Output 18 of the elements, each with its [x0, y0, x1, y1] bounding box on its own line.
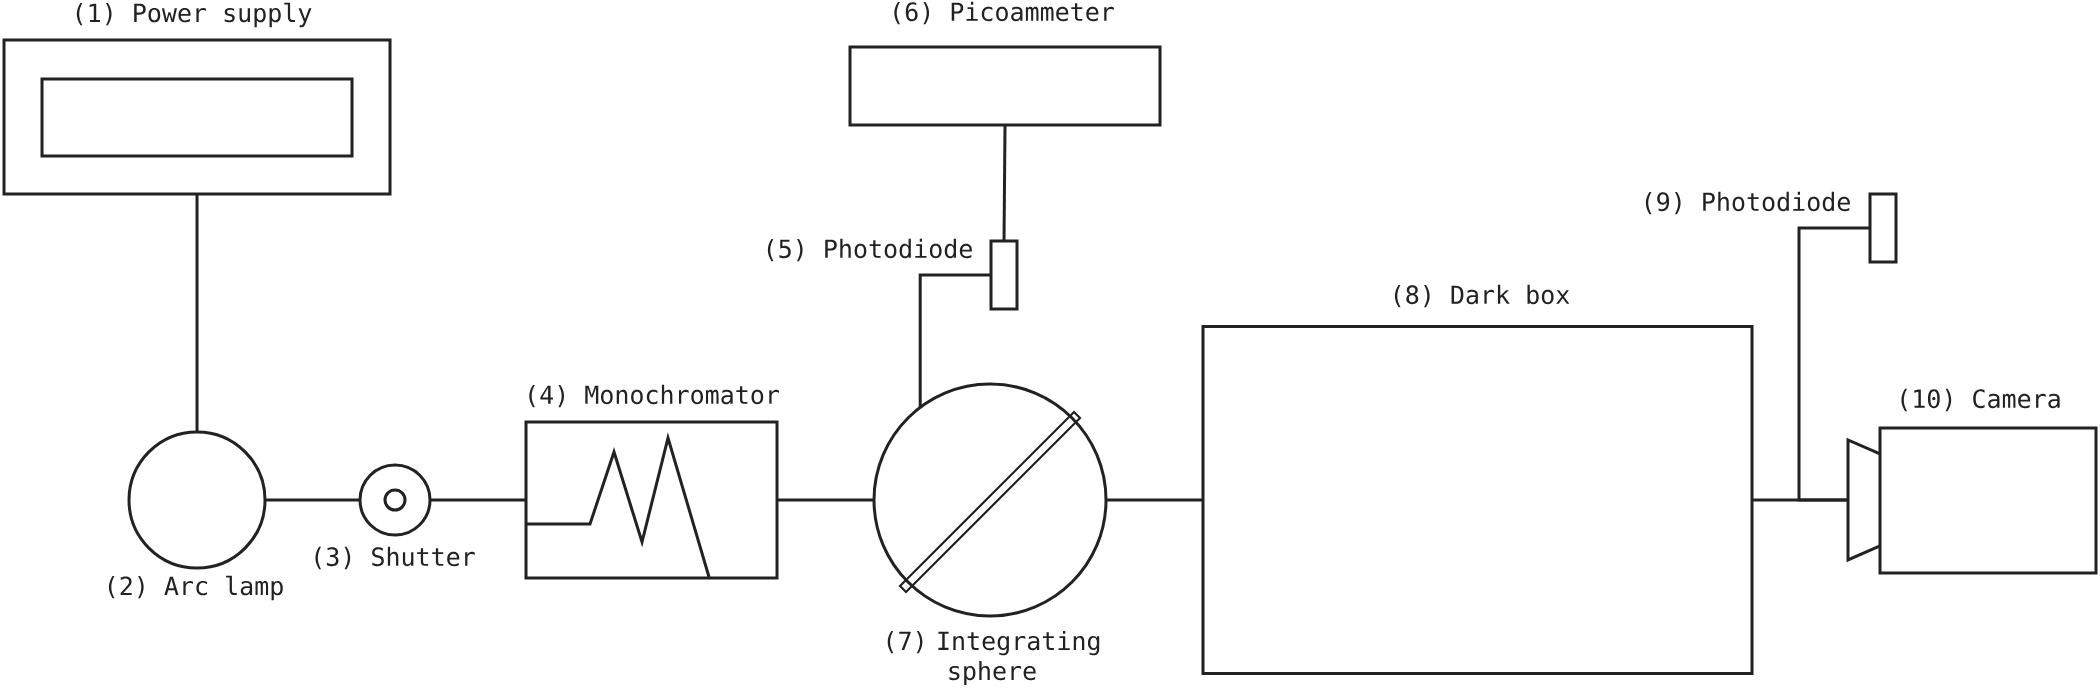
component-label: (4) Monochromator [529, 384, 779, 408]
component-label: (3) Shutter [315, 546, 475, 570]
component-label: (7) Integrating sphere [887, 630, 1100, 686]
component-label: (2) Arc lamp [108, 575, 283, 601]
connector-line [777, 498, 874, 502]
component-label: (5) Photodiode [767, 238, 972, 262]
component-label: (9) Photodiode [1645, 191, 1850, 215]
connector-line [1797, 226, 1870, 502]
component-label: (6) Picoammeter [894, 1, 1114, 25]
connector-line [430, 498, 526, 502]
connector-line [1106, 498, 1203, 502]
connector-line [265, 498, 360, 502]
connector-line [1002, 125, 1007, 241]
component-label: (10) Camera [1901, 388, 2060, 412]
component-label: (8) Dark box [1394, 284, 1570, 308]
connector-line [195, 194, 199, 432]
component-label: (1) Power supply [76, 2, 312, 28]
connector-line [918, 273, 991, 408]
